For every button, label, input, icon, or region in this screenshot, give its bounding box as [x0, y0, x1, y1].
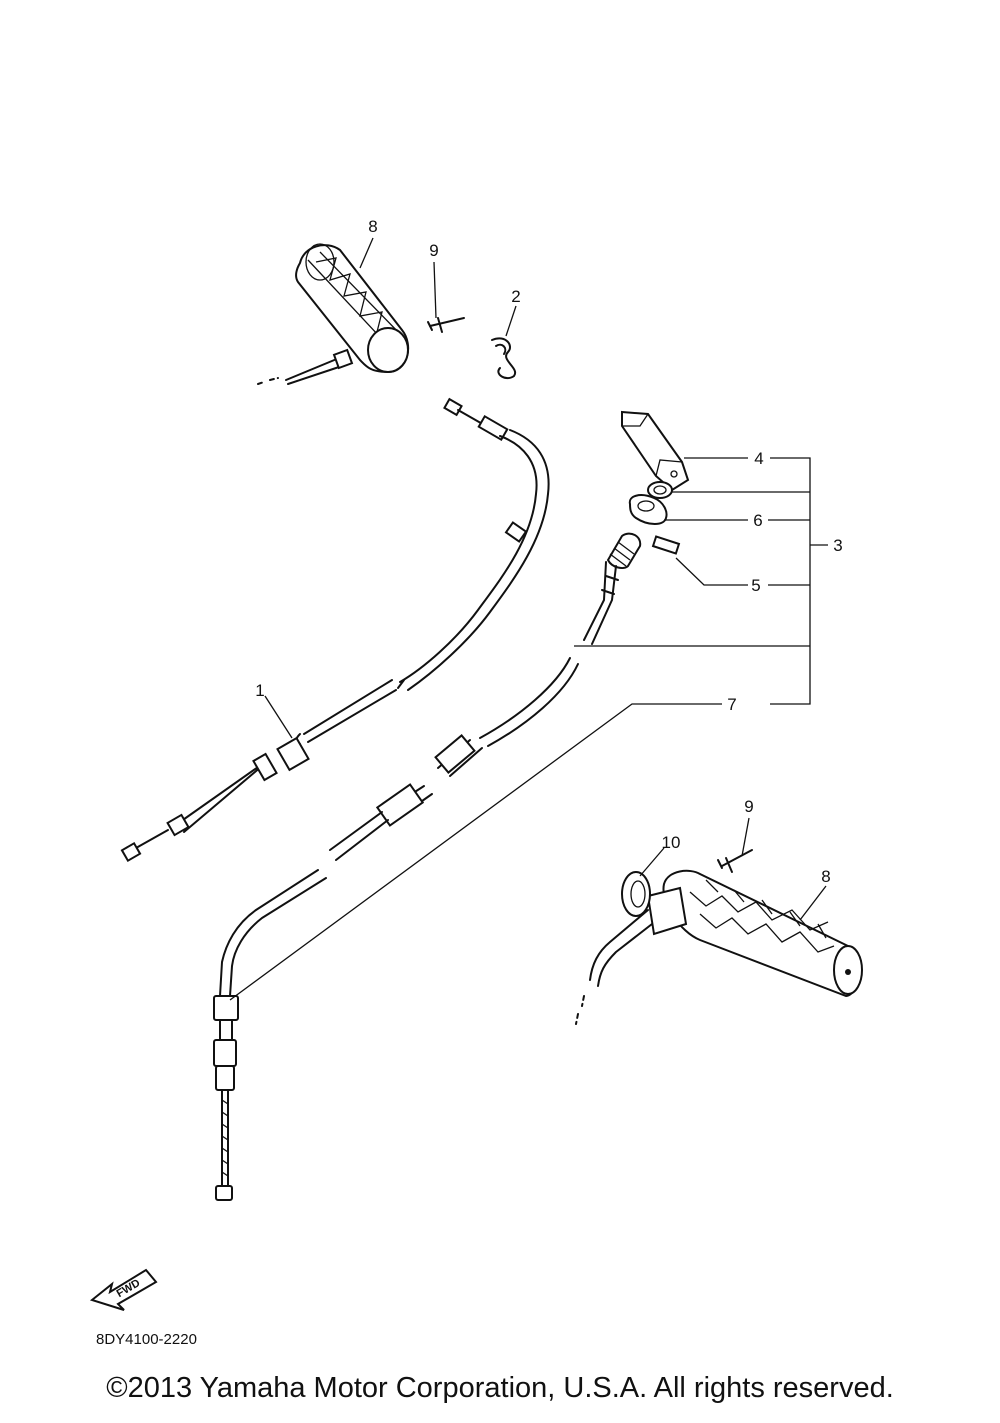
callout-pin-left: 9 [429, 241, 438, 260]
callout-grip-right: 8 [821, 867, 830, 886]
washer-upper [647, 481, 673, 499]
diagram-code: 8DY4100-2220 [96, 1331, 197, 1348]
callout-clip: 2 [511, 287, 520, 306]
washer-right [621, 871, 651, 917]
callout-throttle-cable: 1 [255, 681, 264, 700]
lever [621, 410, 690, 492]
pin-right [717, 849, 753, 873]
callout-lever: 4 [754, 449, 763, 468]
clip [491, 337, 517, 380]
callout-grip-left: 8 [368, 217, 377, 236]
throttle-cable [120, 397, 550, 863]
callout-washer-right: 10 [662, 833, 681, 852]
callout-assembly: 3 [833, 536, 842, 555]
pin-small [651, 535, 681, 555]
left-grip [257, 243, 410, 385]
right-grip [575, 869, 863, 1025]
nut [628, 494, 668, 525]
choke-cable [213, 532, 642, 1201]
pin-left [427, 317, 465, 333]
callout-choke-cable: 7 [727, 695, 736, 714]
callout-washer: 6 [753, 511, 762, 530]
callout-pin: 5 [751, 576, 760, 595]
copyright-notice: ©2013 Yamaha Motor Corporation, U.S.A. A… [106, 1372, 894, 1404]
leader-lines [229, 237, 828, 1001]
fwd-arrow-icon: FWD [89, 1268, 158, 1311]
callout-pin-right: 9 [744, 797, 753, 816]
